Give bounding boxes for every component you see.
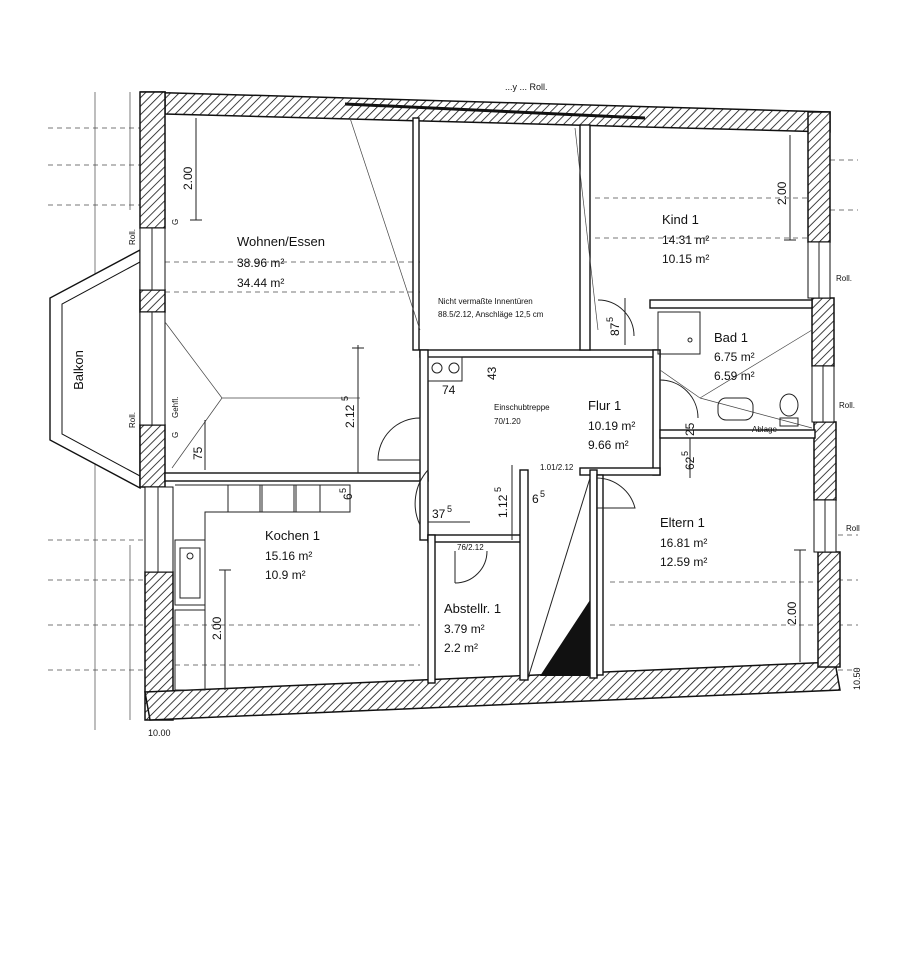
dimension-lines [190, 118, 806, 690]
kochen-area-2: 10.9 m² [265, 568, 306, 582]
dim-kind-height: 2.00 [775, 181, 789, 205]
doors-note-line1: Nicht vermaßte Innentüren [438, 297, 533, 306]
eltern-area-1: 16.81 m² [660, 536, 707, 550]
eltern-area-2: 12.59 m² [660, 555, 707, 569]
kind-name: Kind 1 [662, 212, 699, 227]
kochen-area-1: 15.16 m² [265, 549, 312, 563]
dim-62: 62 5 [680, 451, 697, 470]
roof-slope-lines [164, 117, 813, 469]
dim-43: 43 [485, 366, 499, 380]
dim-wohnen-mid-sup: 5 [340, 396, 350, 401]
dim-87-sup: 5 [605, 317, 615, 322]
door-abstell-note: 76/2.12 [457, 543, 484, 552]
kochen-name: Kochen 1 [265, 528, 320, 543]
roll-label-4: Roll. [839, 401, 855, 410]
dim-74: 74 [442, 383, 456, 397]
bath-fixtures [427, 311, 799, 427]
dim-6-b-value: 6 [532, 492, 539, 506]
g-marker-1: G [171, 219, 180, 225]
dim-wohnen-low: 75 [191, 446, 205, 460]
abstell-area-1: 3.79 m² [444, 622, 485, 636]
header-fragment: ...y ... Roll. [505, 82, 548, 92]
wohnen-area-2: 34.44 m² [237, 276, 284, 290]
interior-walls [164, 117, 816, 684]
dim-6-b: 6 5 [532, 489, 545, 506]
dim-112-sup: 5 [493, 487, 503, 492]
stair-shaft [540, 600, 590, 676]
bad-area-1: 6.75 m² [714, 350, 755, 364]
abstell-area-2: 2.2 m² [444, 641, 478, 655]
gehfl-note: Gehfl. [171, 397, 180, 418]
dim-112: 1.12 5 [493, 487, 510, 518]
door-swings [377, 299, 699, 584]
roll-label-5: Roll [846, 524, 860, 533]
stair-note-line2: 70/1.20 [494, 417, 521, 426]
dim-87: 87 5 [605, 317, 622, 336]
ablage-note: Ablage [752, 425, 777, 434]
dim-6-a: 6 5 [338, 488, 355, 500]
outer-walls [139, 91, 841, 721]
eltern-name: Eltern 1 [660, 515, 705, 530]
dim-62-sup: 5 [680, 451, 690, 456]
flur-name: Flur 1 [588, 398, 621, 413]
flur-area-1: 10.19 m² [588, 419, 635, 433]
bad-area-2: 6.59 m² [714, 369, 755, 383]
dim-62-value: 62 [683, 456, 697, 470]
balcony-label: Balkon [71, 350, 86, 390]
door-eltern-note: 1.01/2.12 [540, 463, 574, 472]
dim-right-edge: 10.50 [852, 667, 862, 690]
wohnen-area-1: 38.96 m² [237, 256, 284, 270]
abstell-name: Abstellr. 1 [444, 601, 501, 616]
roll-label-3: Roll. [836, 274, 852, 283]
roll-label-2: Roll. [128, 412, 137, 428]
dim-wohnen-mid-value: 2.12 [343, 404, 357, 428]
dim-112-value: 1.12 [496, 494, 510, 518]
dim-bottom-left: 10.00 [148, 728, 171, 738]
kitchen-counter [174, 484, 351, 691]
doors-note-line2: 88.5/2.12, Anschläge 12,5 cm [438, 310, 544, 319]
dim-6-a-value: 6 [341, 493, 355, 500]
kind-area-1: 14.31 m² [662, 233, 709, 247]
dim-25: 25 [683, 422, 697, 436]
windows [139, 102, 837, 573]
dim-87-value: 87 [608, 322, 622, 336]
dim-kochen-height: 2.00 [210, 616, 224, 640]
balcony [49, 248, 141, 490]
flur-area-2: 9.66 m² [588, 438, 629, 452]
wohnen-name: Wohnen/Essen [237, 234, 325, 249]
bad-name: Bad 1 [714, 330, 748, 345]
stair-note-line1: Einschubtreppe [494, 403, 550, 412]
dim-6-b-sup: 5 [540, 489, 545, 499]
dim-wohnen-height: 2.00 [181, 166, 195, 190]
kind-area-2: 10.15 m² [662, 252, 709, 266]
dim-eltern-height: 2.00 [785, 601, 799, 625]
dim-6-a-sup: 5 [338, 488, 348, 493]
dim-37: 37 5 [432, 504, 452, 521]
g-marker-2: G [171, 432, 180, 438]
dim-37-sup: 5 [447, 504, 452, 514]
roll-label-1: Roll. [128, 229, 137, 245]
dim-37-value: 37 [432, 507, 446, 521]
dim-wohnen-mid: 2.12 5 [340, 396, 357, 428]
